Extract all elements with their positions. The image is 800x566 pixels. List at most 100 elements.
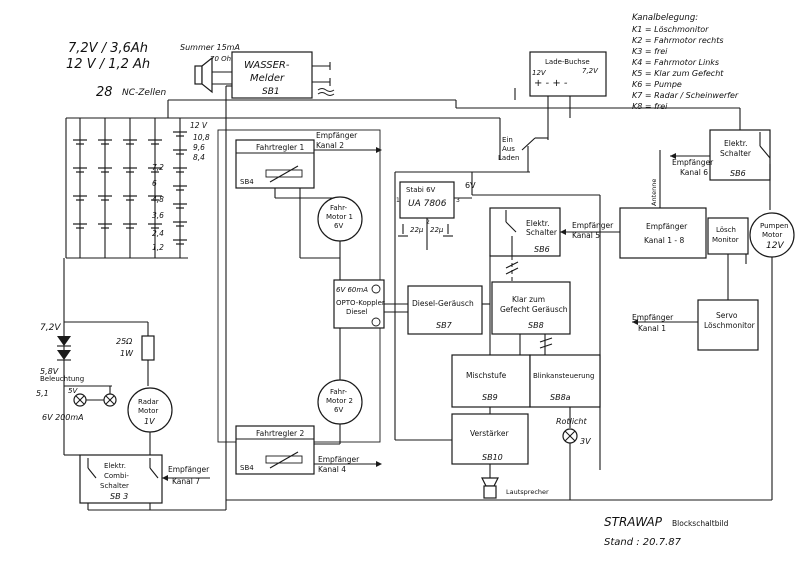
wasser-melder-box: WASSER- Melder SB1: [225, 51, 335, 150]
footer-date: Stand : 20.7.87: [604, 537, 682, 548]
diesel-code: SB7: [436, 321, 453, 330]
est-code: SB6: [730, 169, 746, 178]
top-left-notes: 7,2V / 3,6Ah 12 V / 1,2 Ah 28 NC-Zellen: [66, 41, 167, 100]
blink-title: Blinkansteuerung: [533, 372, 594, 380]
kanalbelegung: Kanalbelegung: K1 = Löschmonitor K2 = Fa…: [632, 13, 739, 111]
summer-resistor: 70 Ohm: [210, 55, 238, 63]
top-rails: [167, 88, 741, 160]
stabi-cap1: 22µ: [410, 226, 424, 234]
diesel-title: Diesel-Geräusch: [412, 299, 474, 308]
loesch-monitor: Lösch Monitor: [707, 217, 749, 300]
stabi-out: 6V: [465, 181, 476, 190]
water-wave-icon: [317, 88, 335, 92]
left-v58: 5,8V: [40, 367, 59, 376]
radar-l2: Motor: [138, 407, 158, 415]
misch-code: SB9: [482, 393, 498, 402]
servo-empf: Empfänger: [632, 313, 674, 322]
verst-title: Verstärker: [470, 429, 509, 438]
fahr-motor-1: Fahr- Motor 1 6V: [317, 196, 363, 280]
pm-l3: 12V: [766, 241, 784, 251]
tap-6: 6: [152, 179, 157, 188]
rotlicht-label: Rotlicht: [556, 417, 588, 426]
opto-l2: Diesel: [346, 308, 368, 316]
servo-l1: Servo: [716, 311, 738, 320]
klar-zum-gefecht: Klar zum Gefecht Geräusch SB8: [491, 281, 571, 356]
resistor-value: 25Ω: [116, 337, 133, 346]
combi-code: SB 3: [110, 492, 128, 501]
fahrregler-2: Fahrtregler 2 SB4 Empfänger Kanal 4: [235, 425, 382, 475]
es6-l1: Elektr.: [526, 219, 550, 228]
mischstufe: Mischstufe SB9: [451, 354, 531, 414]
emp-main-l1: Empfänger: [646, 222, 688, 231]
opto-rating: 6V 60mA: [336, 286, 368, 294]
kzg-code: SB8: [528, 321, 544, 330]
verst-code: SB10: [482, 453, 503, 462]
tap-2-4: 2,4: [152, 229, 164, 238]
servo-kanal: Kanal 1: [638, 324, 666, 333]
fahrregler-1: Fahrtregler 1 SB4 Empfänger Kanal 2: [235, 131, 382, 259]
blink-code: SB8a: [550, 393, 571, 402]
est-kanal: Kanal 6: [680, 168, 708, 177]
fr2-potentiometer-icon: [265, 455, 303, 464]
combi-empf: Empfänger: [168, 465, 210, 474]
fr1-code: SB4: [240, 178, 254, 186]
left-v51: 5,1: [36, 389, 49, 398]
tap-1-2: 1,2: [152, 243, 164, 252]
m2-l2: Motor 2: [326, 397, 353, 405]
kanal-k8: K8 = frei: [632, 102, 668, 111]
battery-cells: [73, 118, 187, 258]
fr1-title: Fahrtregler 1: [256, 143, 304, 152]
footer-title: STRAWAP: [604, 515, 663, 529]
fr2-empf: Empfänger: [318, 455, 360, 464]
main-switch: Ein Aus Laden: [395, 136, 548, 173]
est-empf: Empfänger: [672, 158, 714, 167]
combi-l1: Elektr.: [104, 462, 126, 470]
kanal-k1: K1 = Löschmonitor: [632, 25, 709, 34]
lade-title: Lade-Buchse: [545, 58, 590, 66]
verstaerker: Verstärker SB10 Lautsprecher: [451, 413, 549, 499]
lamp-rating: 6V 200mA: [42, 413, 84, 422]
es6-code: SB6: [534, 245, 550, 254]
kzg-l1: Klar zum: [512, 295, 545, 304]
left-section: 7,2V 5,8V Beleuchtung 5,1 5V 6V 200mA 25…: [36, 258, 227, 511]
pumpen-motor: Pumpen Motor 12V: [700, 212, 795, 501]
stabi-pin3: 3: [456, 197, 460, 204]
stabi-cap2: 22µ: [430, 226, 444, 234]
lade-buchse: Lade-Buchse 12V 7,2V + - + -: [529, 51, 607, 140]
m2-l3: 6V: [334, 406, 343, 414]
resistor-icon: [141, 335, 155, 361]
fr2-code: SB4: [240, 464, 254, 472]
kanal-k4: K4 = Fahrmotor Links: [632, 58, 719, 67]
opto-l1: OPTO-Koppler: [336, 299, 385, 307]
tap-12v: 12 V: [190, 121, 208, 130]
opto-led-icon: [371, 284, 381, 294]
wasser-title2: Melder: [250, 73, 285, 84]
es6-l2: Schalter: [526, 228, 558, 237]
misch-title: Mischstufe: [466, 371, 507, 380]
tap-9-6: 9,6: [193, 143, 205, 152]
blinkansteuerung: Blinkansteuerung SB8a: [529, 354, 601, 428]
lade-12v: 12V: [532, 69, 547, 77]
rotlicht: Rotlicht 3V: [556, 417, 591, 500]
resistor-watt: 1W: [120, 349, 134, 358]
note-cells-count: 28: [96, 85, 113, 100]
combi-l3: Schalter: [100, 482, 129, 490]
kanal-title: Kanalbelegung:: [632, 13, 698, 23]
kanal-k6: K6 = Pumpe: [632, 80, 682, 89]
tap-8-4: 8,4: [193, 153, 205, 162]
battery-tap-labels: 12 V 10,8 9,6 8,4 7,2 6 4,8 3,6 2,4 1,2: [152, 121, 210, 252]
antenne-label: Antenne: [650, 179, 658, 206]
summer-label: Summer 15mA: [180, 43, 240, 52]
buzzer-icon: [194, 65, 203, 85]
combi-l2: Combi-: [104, 472, 129, 480]
note-battery-2: 12 V / 1,2 Ah: [66, 57, 150, 72]
pm-l2: Motor: [762, 231, 782, 239]
servo-l2: Löschmonitor: [704, 321, 756, 330]
lade-72v: 7,2V: [582, 67, 599, 75]
kanal-k2: K2 = Fahrmotor rechts: [632, 36, 724, 45]
emp-main-l2: Kanal 1 - 8: [644, 236, 684, 245]
tap-7-2: 7,2: [152, 163, 164, 172]
switch-laden: Laden: [498, 154, 519, 162]
battery-bank: 12 V 10,8 9,6 8,4 7,2 6 4,8 3,6 2,4 1,2: [65, 117, 210, 259]
